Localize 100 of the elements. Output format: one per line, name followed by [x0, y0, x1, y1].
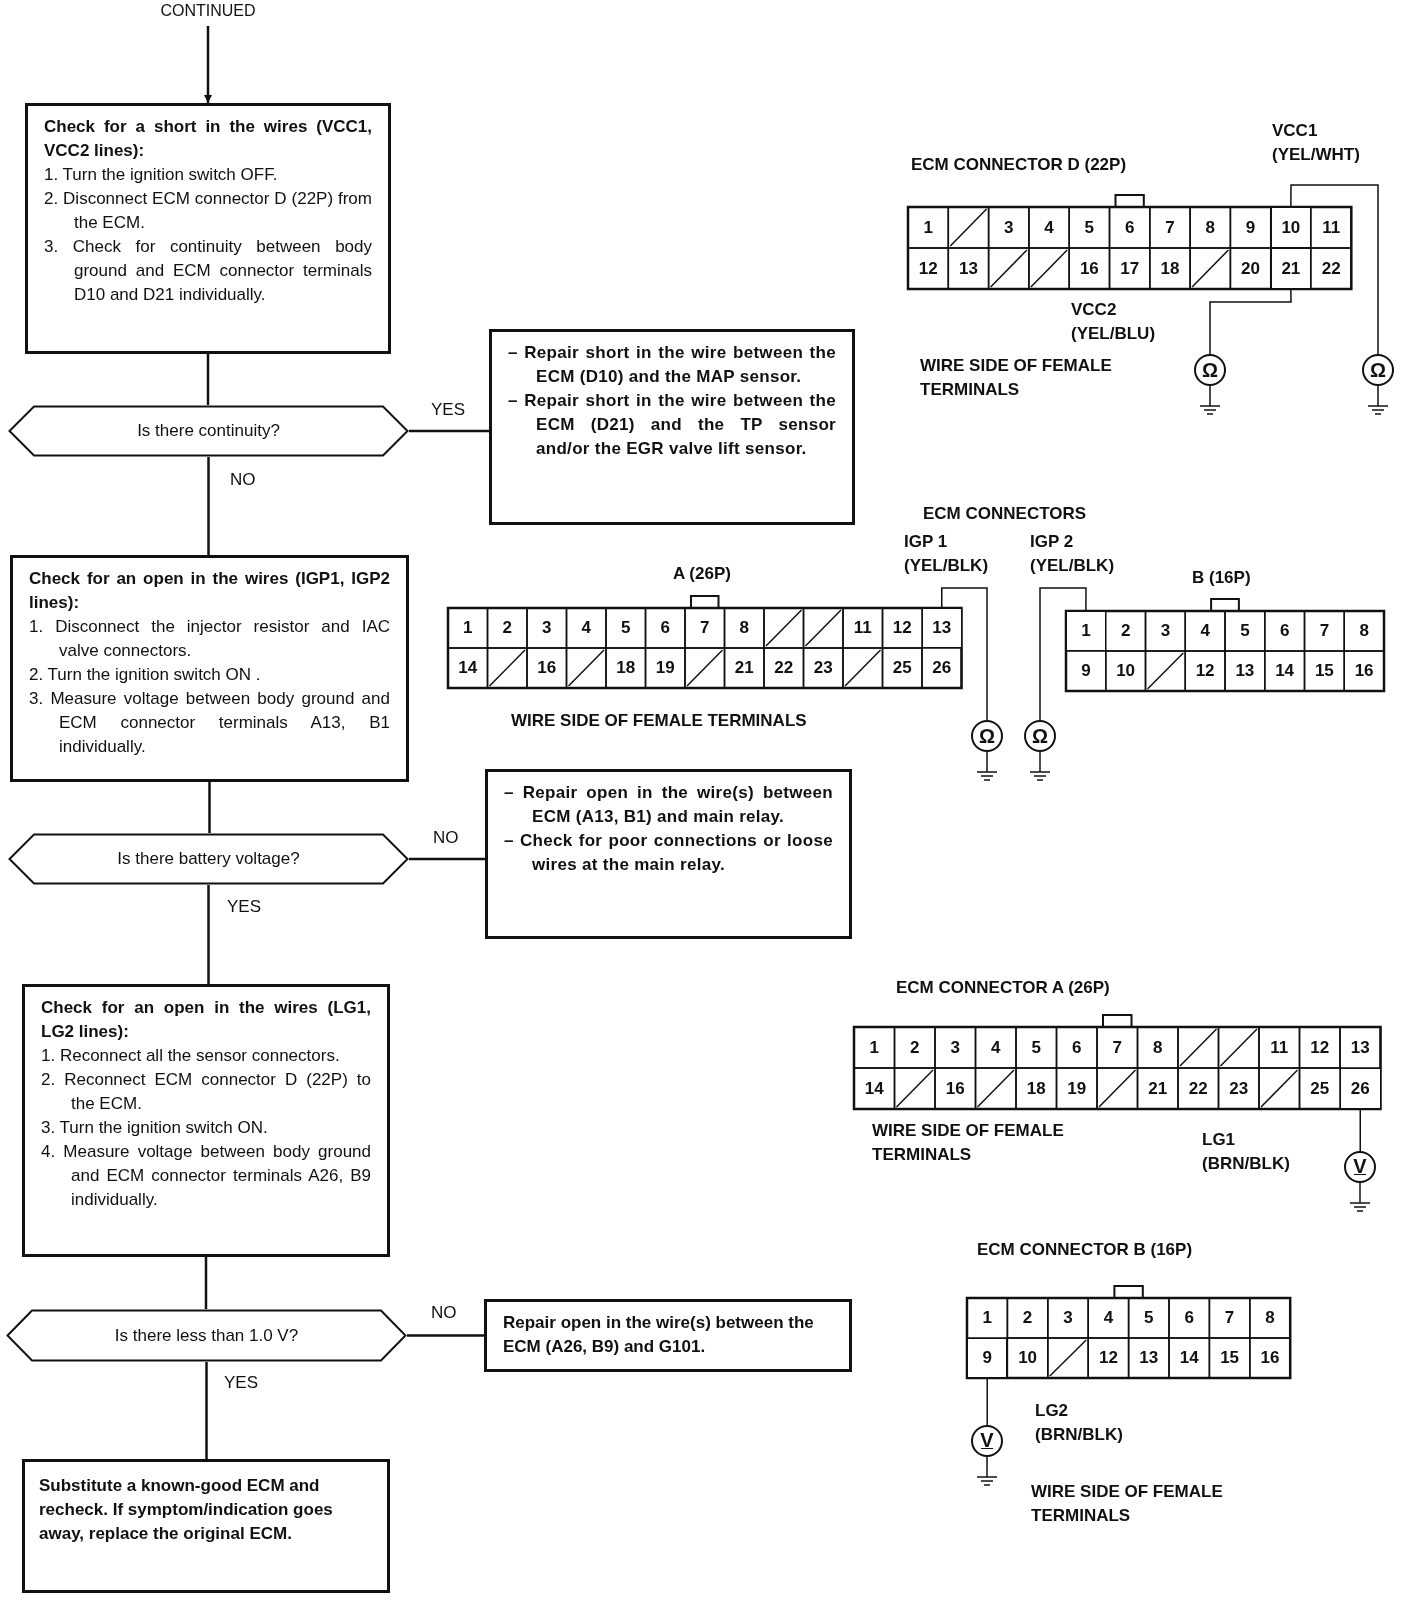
- terminal-number: 17: [1119, 258, 1141, 279]
- terminal-number: 9: [1244, 217, 1257, 238]
- terminal-number: 16: [1078, 258, 1100, 279]
- step-text: 1. Disconnect the injector resistor and IAC valve connectors.: [29, 616, 390, 662]
- terminal-number: 4: [990, 1037, 1002, 1058]
- step-text: 2. Reconnect ECM connector D (22P) to the ECM.: [41, 1069, 371, 1115]
- terminal-number: 16: [1259, 1348, 1281, 1368]
- ohmmeter-symbol: Ω: [1362, 354, 1394, 386]
- terminal-number: 7: [1318, 621, 1331, 641]
- step-text: 1. Turn the ignition switch OFF.: [44, 164, 279, 186]
- terminal-number: 10: [1017, 1348, 1039, 1368]
- terminal-number: 11: [1269, 1037, 1290, 1058]
- terminal-number: 7: [699, 618, 711, 638]
- terminal-number: 14: [1274, 661, 1296, 681]
- terminal-number: 5: [1239, 621, 1251, 641]
- terminal-number: 12: [917, 258, 939, 279]
- step-text: 3. Check for continuity between body ground and ECM connector terminals D10 and D21 individually.: [44, 236, 372, 306]
- terminal-number: 8: [1152, 1037, 1164, 1058]
- terminal-number: 4: [1043, 217, 1055, 238]
- terminal-number: 16: [536, 658, 558, 678]
- terminal-number: 8: [1358, 621, 1370, 641]
- terminal-number: 6: [1278, 621, 1291, 641]
- step-heading: Check for a short in the wires (VCC1, VCC2 lines):: [44, 116, 372, 162]
- repair-step: – Repair short in the wire between the ECM (D10) and the MAP sensor.: [508, 341, 836, 389]
- step-text: 2. Disconnect ECM connector D (22P) from the ECM.: [44, 188, 372, 234]
- terminal-number: 15: [1219, 1348, 1241, 1368]
- terminal-number: 4: [580, 618, 592, 638]
- terminal-number: 1: [981, 1308, 993, 1328]
- terminal-number: 5: [620, 618, 632, 638]
- terminal-number: 18: [615, 658, 637, 678]
- terminal-number: 21: [733, 658, 755, 678]
- repair-box: [485, 769, 852, 939]
- terminal-number: 1: [462, 618, 474, 638]
- terminal-number: 1: [868, 1037, 880, 1058]
- connector-label: ECM CONNECTOR B (16P): [977, 1239, 1193, 1261]
- wire: [1359, 1108, 1361, 1152]
- ohmmeter-symbol: Ω: [1024, 720, 1056, 752]
- terminal-number: 12: [1097, 1348, 1119, 1368]
- terminal-number: 3: [1003, 217, 1015, 238]
- terminal-number: 7: [1164, 217, 1176, 238]
- repair-step: – Check for poor connections or loose wires at the main relay.: [504, 829, 833, 877]
- process-box: [10, 555, 409, 782]
- terminal-number: 7: [1111, 1037, 1123, 1058]
- terminal-number: 8: [738, 618, 750, 638]
- process-box: [22, 1459, 390, 1593]
- terminal-number: 8: [1264, 1308, 1276, 1328]
- repair-step: – Repair short in the wire between the ECM (D21) and the TP sensor and/or the EGR valve lift sensor.: [508, 389, 836, 461]
- wire: [986, 1377, 988, 1426]
- terminal-number: 26: [931, 658, 953, 678]
- process-box: [22, 984, 390, 1257]
- terminal-number: 3: [1062, 1308, 1074, 1328]
- terminal-number: 22: [773, 658, 795, 678]
- terminal-number: 3: [1159, 621, 1172, 641]
- decision-diamond: [6, 1309, 407, 1362]
- connector-label: IGP 1 (YEL/BLK): [904, 531, 990, 577]
- connector-label: ECM CONNECTOR A (26P): [896, 977, 1110, 999]
- step-text: 3. Measure voltage between body ground and ECM connector terminals A13, B1 individually.: [29, 688, 390, 758]
- terminal-number: 22: [1187, 1078, 1209, 1099]
- terminal-number: 13: [1138, 1348, 1160, 1368]
- terminal-number: 14: [863, 1078, 885, 1099]
- repair-box: [484, 1299, 852, 1372]
- connector-label: VCC1 (YEL/WHT): [1272, 120, 1361, 166]
- terminal-number: 1: [922, 217, 934, 238]
- terminal-number: 2: [909, 1037, 921, 1058]
- process-box: [25, 103, 391, 354]
- terminal-number: 11: [852, 618, 873, 638]
- terminal-number: 3: [949, 1037, 961, 1058]
- terminal-number: 19: [654, 658, 676, 678]
- terminal-number: 13: [1234, 661, 1256, 681]
- wire: [1290, 184, 1379, 355]
- voltmeter-symbol: V: [1344, 1151, 1376, 1183]
- terminal-number: 19: [1066, 1078, 1088, 1099]
- connector-label: WIRE SIDE OF FEMALE TERMINALS: [920, 355, 1113, 401]
- connector-line: [409, 857, 485, 861]
- terminal-cell: 1: [1066, 611, 1106, 651]
- terminal-number: 4: [1199, 621, 1211, 641]
- terminal-cell: 10: [1270, 207, 1311, 248]
- step-heading: Check for an open in the wires (IGP1, IGP2 lines):: [29, 568, 390, 614]
- connector-label: LG2 (BRN/BLK): [1035, 1400, 1124, 1446]
- decision-question: Is there battery voltage?: [116, 849, 301, 869]
- wire: [1209, 288, 1292, 355]
- terminal-number: 5: [1143, 1308, 1155, 1328]
- connector-line: [208, 782, 211, 833]
- terminal-number: 18: [1025, 1078, 1047, 1099]
- decision-diamond: [8, 833, 409, 885]
- connector-line: [409, 429, 489, 433]
- terminal-number: 12: [891, 618, 913, 638]
- instruction-text: Repair open in the wire(s) between the ECM (A26, B9) and G101.: [503, 1312, 815, 1358]
- terminal-cell: 9: [967, 1338, 1008, 1378]
- connector-label: IGP 2 (YEL/BLK): [1030, 531, 1116, 577]
- repair-step: – Repair open in the wire(s) between ECM (A13, B1) and main relay.: [504, 781, 833, 829]
- terminal-cell: 21: [1270, 248, 1311, 289]
- step-text: 4. Measure voltage between body ground and ECM connector terminals A26, B9 individually.: [41, 1141, 371, 1211]
- wire: [941, 587, 988, 721]
- connector-line: [207, 885, 210, 984]
- terminal-number: 20: [1240, 258, 1261, 279]
- terminal-number: 10: [1115, 661, 1137, 681]
- terminal-number: 5: [1030, 1037, 1042, 1058]
- step-heading: Check for an open in the wires (LG1, LG2 lines):: [41, 997, 371, 1043]
- connector-line: [207, 457, 210, 555]
